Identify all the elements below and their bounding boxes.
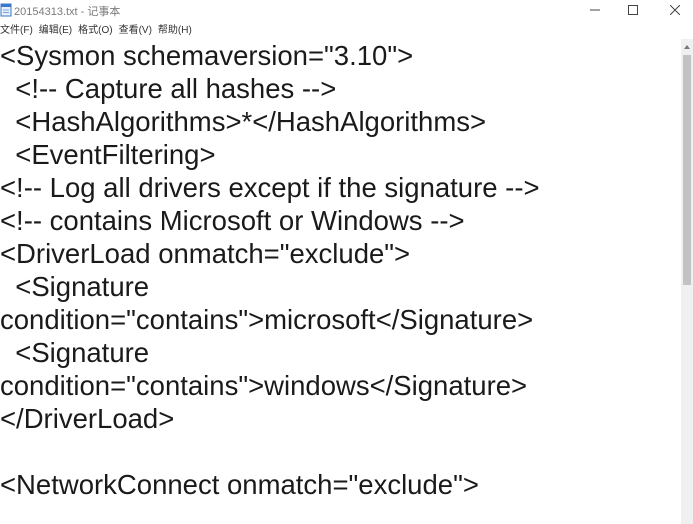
text-line: <!-- Log all drivers except if the signa… [0,172,540,203]
text-line: <Signature [0,271,150,302]
close-icon [669,2,681,20]
menu-help[interactable]: 帮助(H) [157,25,192,36]
text-line: <Sysmon schemaversion="3.10"> [0,40,414,71]
menu-edit[interactable]: 编辑(E) [38,25,73,36]
text-line: <EventFiltering> [0,139,216,170]
window-title: 20154313.txt - 记事本 [14,6,121,18]
text-editor[interactable]: <Sysmon schemaversion="3.10"> <!-- Captu… [0,39,681,524]
notepad-icon [0,3,12,17]
title-bar[interactable]: 20154313.txt - 记事本 [0,0,693,22]
menu-file[interactable]: 文件(F) [0,25,33,36]
scroll-thumb[interactable] [683,55,691,285]
text-line: <HashAlgorithms>*</HashAlgorithms> [0,106,487,137]
menu-format[interactable]: 格式(O) [78,25,113,36]
text-line: <DriverLoad onmatch="exclude"> [0,238,411,269]
text-line: <!-- Capture all hashes --> [0,73,337,104]
text-line: condition="contains">microsoft</Signatur… [0,304,534,335]
menu-view[interactable]: 查看(V) [118,25,152,36]
text-line: <Signature [0,337,150,368]
scroll-up-arrow-icon [683,37,691,55]
vertical-scrollbar[interactable] [681,39,693,524]
minimize-button[interactable] [573,0,617,22]
minimize-icon [590,2,600,20]
text-line: </DriverLoad> [0,403,175,434]
maximize-icon [628,2,638,20]
text-line: condition="contains">windows</Signature> [0,370,528,401]
menu-bar: 文件(F) 编辑(E) 格式(O) 查看(V) 帮助(H) [0,22,693,39]
maximize-button[interactable] [611,0,655,22]
scroll-up-button[interactable] [681,39,693,53]
text-line: <NetworkConnect onmatch="exclude"> [0,469,479,500]
close-button[interactable] [653,0,693,22]
text-line: <!-- contains Microsoft or Windows --> [0,205,465,236]
